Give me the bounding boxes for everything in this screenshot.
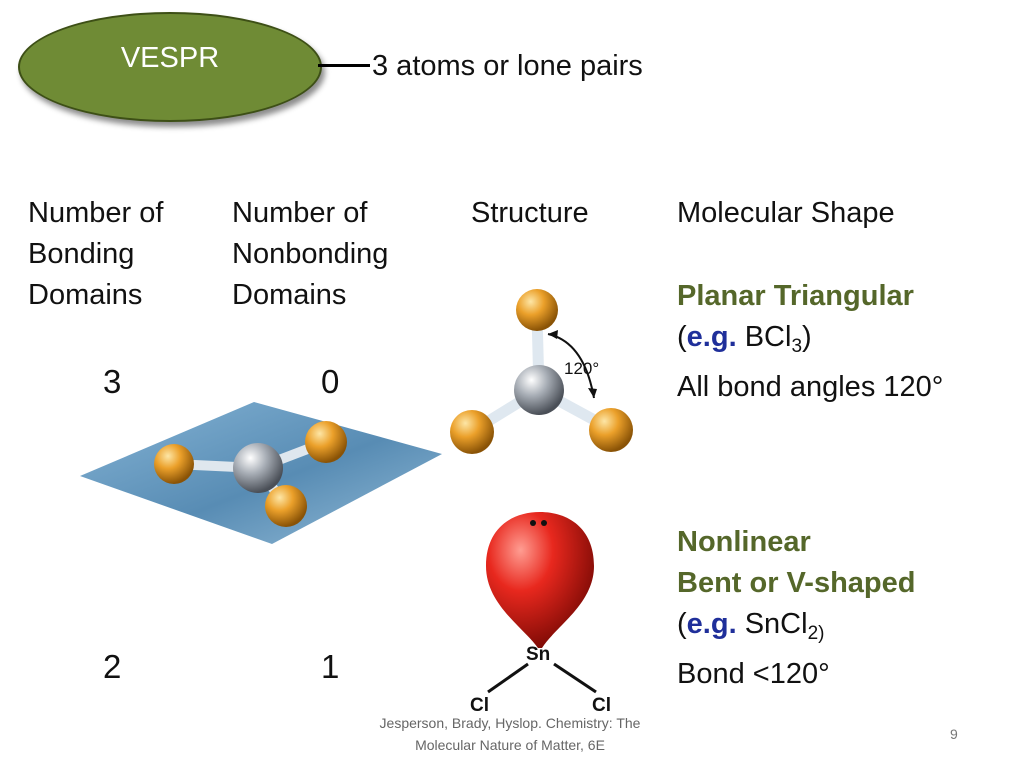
- row1-nonbonding-count: 0: [321, 363, 340, 400]
- row2-shape-name-2: Bent or V-shaped: [677, 567, 916, 599]
- page-number: 9: [950, 726, 958, 742]
- title-badge-label: VESPR: [120, 41, 220, 74]
- header-molecular-shape: Molecular Shape: [677, 197, 895, 229]
- row1-angle-note: All bond angles 120°: [677, 371, 944, 403]
- trigonal-planar-structure: 120°: [450, 289, 633, 454]
- row1-example: (e.g. BCl3): [677, 321, 812, 357]
- outer-atom: [516, 289, 558, 331]
- header-bonding-line3: Domains: [28, 279, 143, 311]
- outer-atom-label-right: Cl: [592, 695, 611, 716]
- bent-structure-illustration: Sn Cl Cl: [470, 512, 611, 716]
- row1-formula: BCl: [744, 321, 792, 353]
- header-nonbonding-domains: Number of Nonbonding Domains: [232, 193, 388, 316]
- header-bonding-line2: Bonding: [28, 238, 135, 270]
- header-bonding-line1: Number of: [28, 197, 164, 229]
- outer-atom: [450, 410, 494, 454]
- central-atom: [514, 365, 564, 415]
- citation-line1: Jesperson, Brady, Hyslop. Chemistry: The: [379, 715, 641, 731]
- row2-eg-label: e.g.: [686, 608, 737, 640]
- row2-formula-subscript: 2): [807, 623, 825, 644]
- row2-formula: SnCl: [744, 608, 808, 640]
- outer-atom: [265, 485, 307, 527]
- citation: Jesperson, Brady, Hyslop. Chemistry: The…: [360, 712, 660, 756]
- row1-formula-subscript: 3: [791, 336, 803, 357]
- title-connector-line: [318, 64, 370, 67]
- citation-line2: Molecular Nature of Matter, 6E: [415, 737, 605, 753]
- row1-shape-description: Planar Triangular (e.g. BCl3) All bond a…: [677, 276, 943, 408]
- header-structure: Structure: [471, 197, 589, 229]
- row2-bonding-count: 2: [103, 648, 122, 685]
- header-nonbonding-line2: Nonbonding: [232, 238, 389, 270]
- central-atom: [233, 443, 283, 493]
- header-nonbonding-line3: Domains: [232, 279, 347, 311]
- row2-angle-note: Bond <120°: [677, 658, 830, 690]
- outer-atom: [589, 408, 633, 452]
- row1-eg-label: e.g.: [686, 321, 737, 353]
- lone-pair-electron: [530, 520, 536, 526]
- outer-atom: [305, 421, 347, 463]
- header-bonding-domains: Number of Bonding Domains: [28, 193, 163, 316]
- row2-shape-description: Nonlinear Bent or V-shaped (e.g. SnCl2) …: [677, 522, 916, 695]
- slide-subtitle: 3 atoms or lone pairs: [372, 50, 643, 82]
- row2-example: (e.g. SnCl2): [677, 608, 825, 644]
- outer-atom-label-left: Cl: [470, 695, 489, 716]
- row1-bonding-count: 3: [103, 363, 122, 400]
- lone-pair-lobe: [486, 512, 594, 648]
- title-badge: VESPR: [18, 12, 322, 122]
- row1-shape-name: Planar Triangular: [677, 280, 914, 312]
- row2-nonbonding-count: 1: [321, 648, 340, 685]
- header-nonbonding-line1: Number of: [232, 197, 368, 229]
- lone-pair-electron: [541, 520, 547, 526]
- planar-molecule-illustration: [80, 402, 442, 544]
- bond-angle-label: 120°: [564, 359, 599, 378]
- center-atom-label: Sn: [526, 644, 550, 665]
- row2-shape-name-1: Nonlinear: [677, 526, 811, 558]
- outer-atom: [154, 444, 194, 484]
